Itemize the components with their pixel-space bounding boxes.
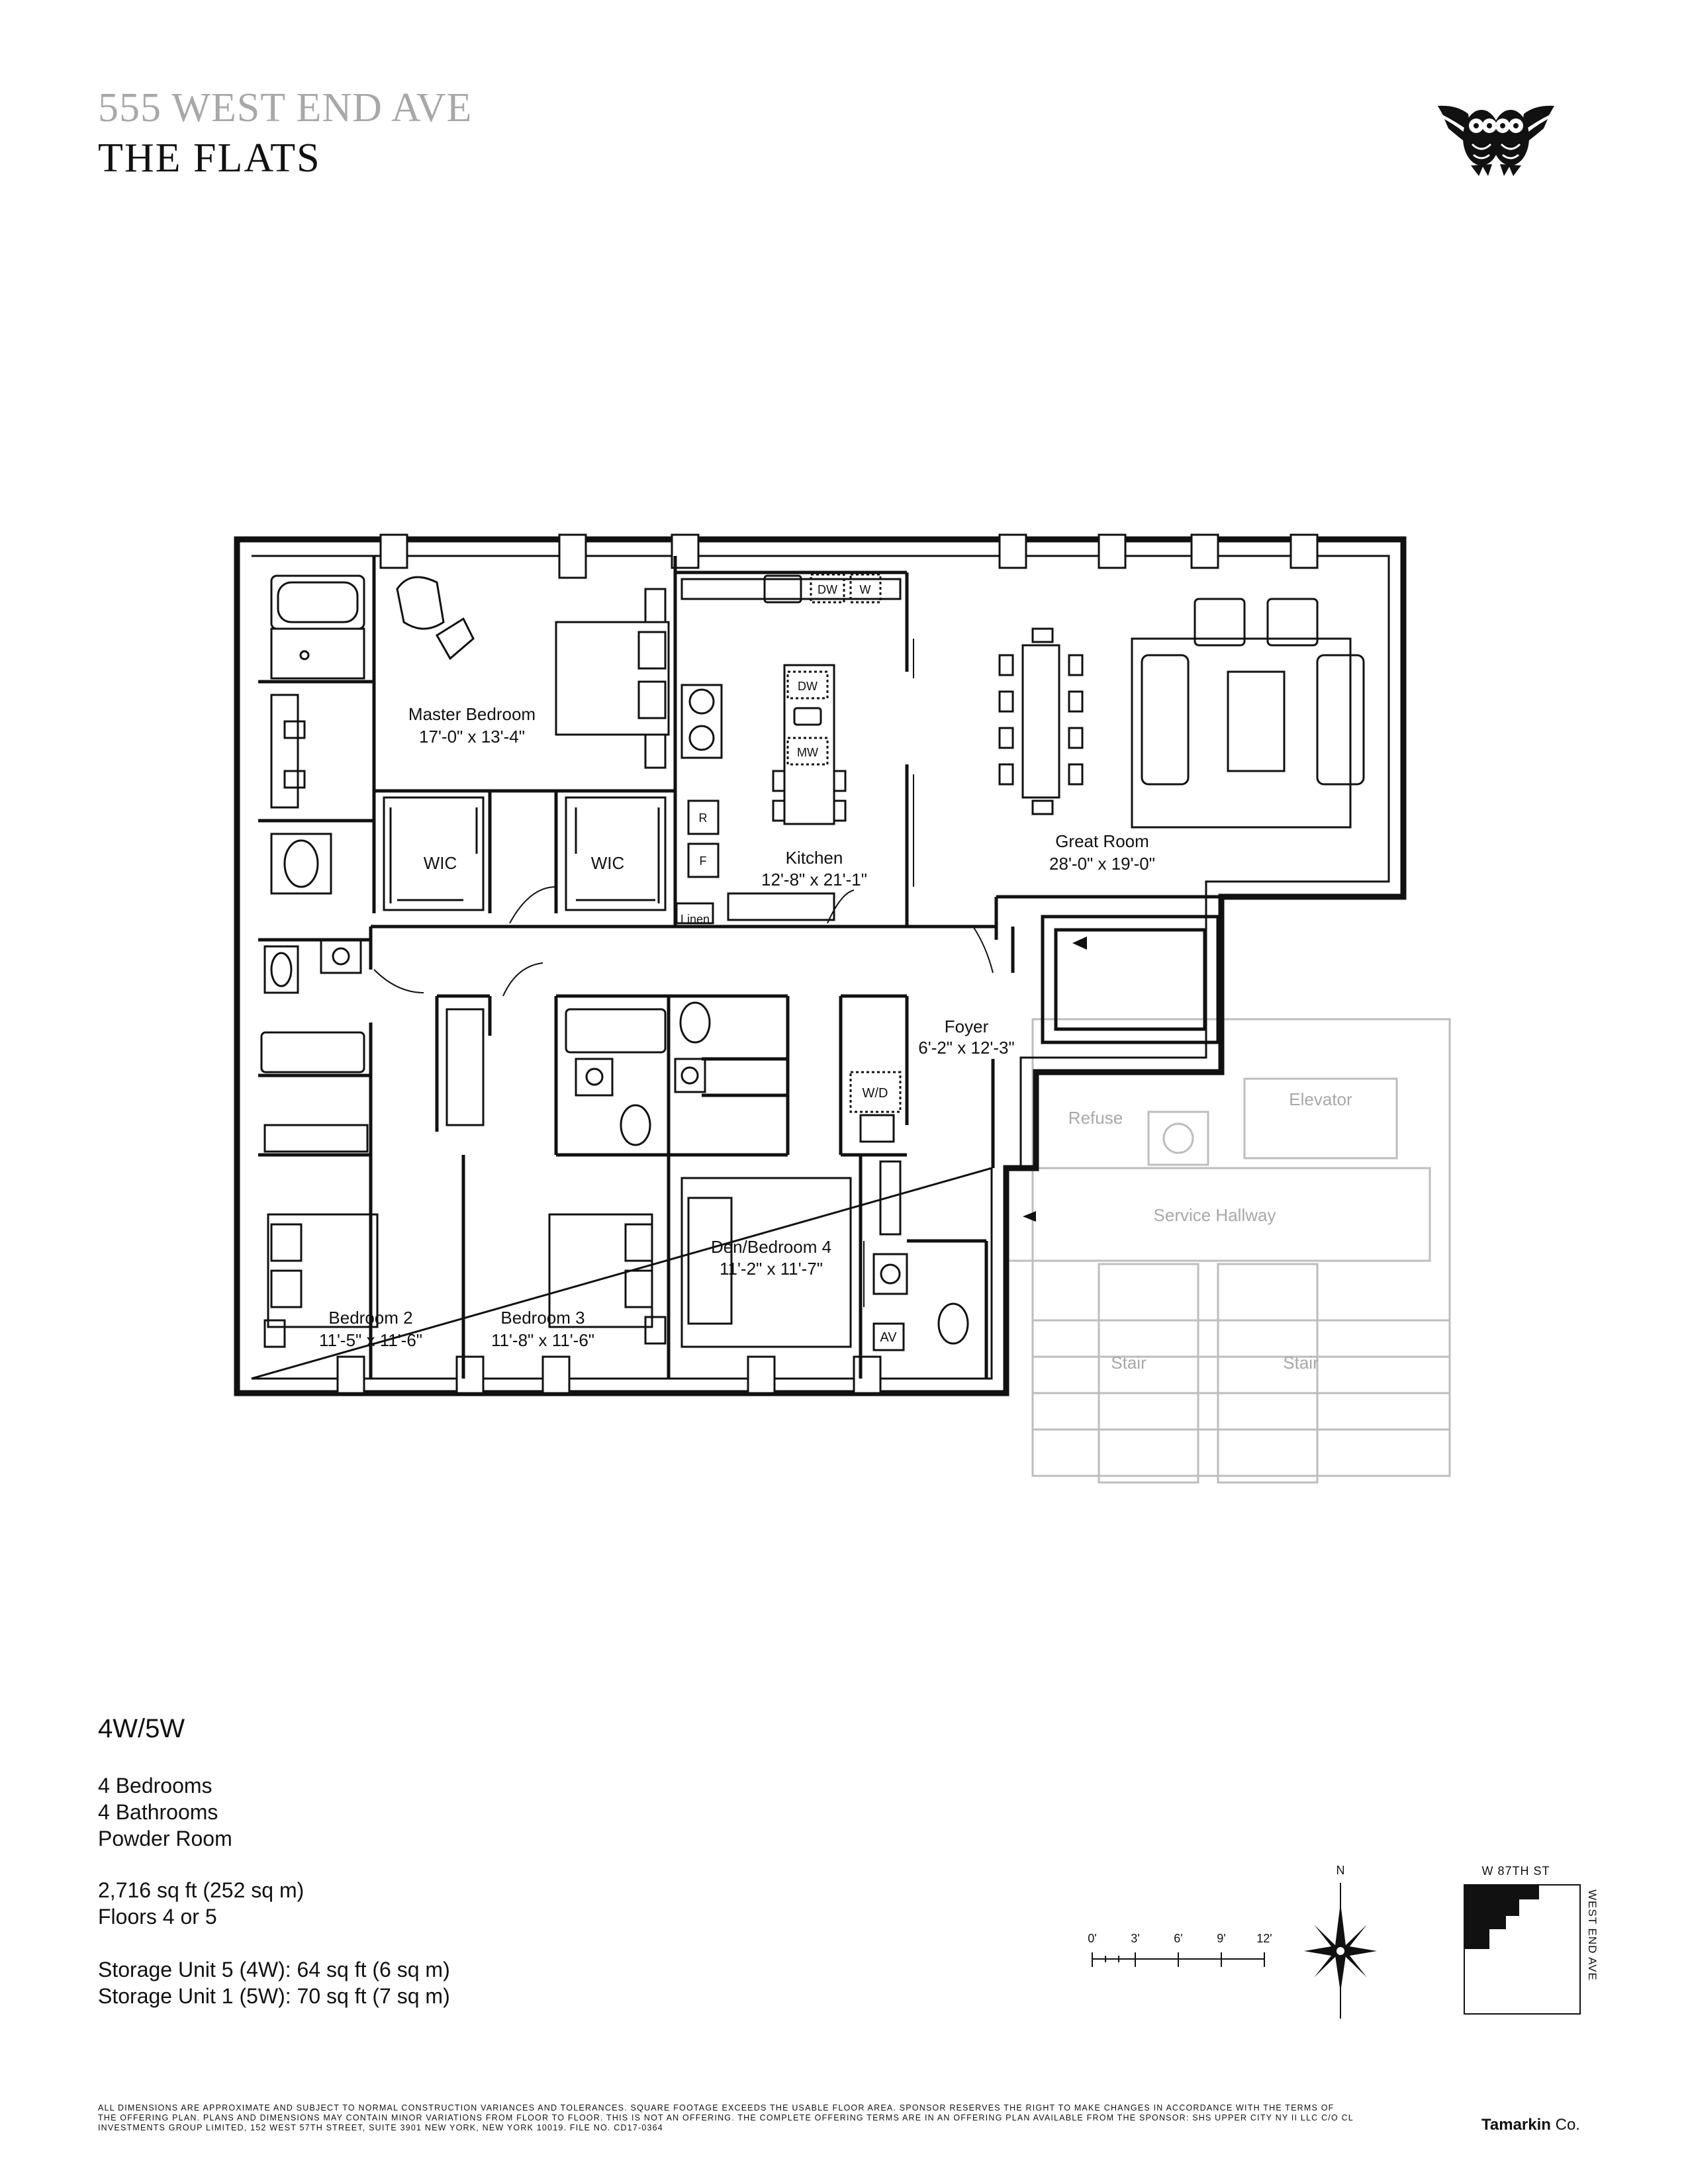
elevator-label: Elevator (1289, 1089, 1352, 1109)
scale-tick-12: 12' (1256, 1932, 1272, 1945)
linen-label: Linen (680, 913, 710, 926)
bathroom-count: 4 Bathrooms (98, 1800, 218, 1824)
bedroom2-label: Bedroom 2 (328, 1308, 412, 1328)
scale-tick-3: 3' (1131, 1932, 1139, 1945)
street-side-label: WEST END AVE (1586, 1889, 1599, 1981)
mw-label: MW (797, 746, 818, 759)
dw-label-island: DW (798, 680, 818, 693)
great-room-size: 28'-0" x 19'-0" (1049, 854, 1155, 874)
stair-label-1: Stair (1111, 1353, 1147, 1373)
stair-label-2: Stair (1283, 1353, 1319, 1373)
compass-rose-icon (1304, 1883, 1377, 2019)
entry-arrow-icon (1072, 936, 1087, 950)
scale-bar (1092, 1952, 1265, 1967)
den-size: 11'-2" x 11'-7" (720, 1259, 823, 1279)
unit-id: 4W/5W (98, 1714, 185, 1743)
foyer-label: Foyer (945, 1017, 989, 1036)
av-label: AV (880, 1330, 897, 1345)
kitchen-size: 12'-8" x 21'-1" (761, 870, 867, 889)
f-label: F (700, 854, 707, 868)
bedroom3-label: Bedroom 3 (500, 1308, 585, 1328)
bedroom2-size: 11'-5" x 11'-6" (319, 1330, 422, 1350)
dw-label-counter: DW (818, 583, 837, 596)
unit-floors: Floors 4 or 5 (98, 1905, 217, 1929)
firm-name: Tamarkin (1481, 2116, 1551, 2134)
scale-tick-0: 0' (1088, 1932, 1096, 1945)
master-bedroom-size: 17'-0" x 13'-4" (419, 727, 525, 747)
service-hallway-label: Service Hallway (1154, 1205, 1276, 1225)
kitchen-label: Kitchen (786, 848, 843, 868)
powder-room: Powder Room (98, 1827, 232, 1850)
street-top-label: W 87TH ST (1481, 1864, 1550, 1878)
scale-tick-6: 6' (1174, 1932, 1182, 1945)
bedroom-count: 4 Bedrooms (98, 1774, 212, 1797)
foyer-size: 6'-2" x 12'-3" (918, 1038, 1014, 1058)
bedroom3-size: 11'-8" x 11'-6" (491, 1330, 594, 1350)
service-core (1005, 1018, 1451, 1484)
scale-tick-9: 9' (1217, 1932, 1225, 1945)
wic-label-1: WIC (424, 853, 457, 873)
exterior-wall-inner (251, 555, 1390, 1380)
wic-label-2: WIC (591, 853, 625, 873)
r-label: R (699, 811, 708, 825)
refuse-label: Refuse (1068, 1108, 1123, 1128)
master-bedroom-label: Master Bedroom (408, 704, 536, 724)
storage-unit-5: Storage Unit 5 (4W): 64 sq ft (6 sq m) (98, 1958, 450, 1981)
wd-label: W/D (863, 1086, 888, 1101)
legal-disclaimer: All dimensions are approximate and subje… (98, 2103, 1354, 2132)
building-name: THE FLATS (98, 136, 321, 181)
w-label: W (860, 583, 871, 596)
building-address: 555 WEST END AVE (98, 85, 473, 130)
storage-unit-1: Storage Unit 1 (5W): 70 sq ft (7 sq m) (98, 1984, 450, 2008)
unit-area: 2,716 sq ft (252 sq m) (98, 1878, 305, 1902)
firm-suffix: Co. (1550, 2116, 1580, 2134)
den-label: Den/Bedroom 4 (711, 1237, 831, 1257)
firm-credit: Tamarkin Co. (1481, 2116, 1580, 2134)
owl-logo-icon (1438, 105, 1554, 176)
key-plan (1464, 1884, 1581, 2015)
north-label: N (1336, 1864, 1345, 1877)
great-room-label: Great Room (1055, 831, 1149, 851)
